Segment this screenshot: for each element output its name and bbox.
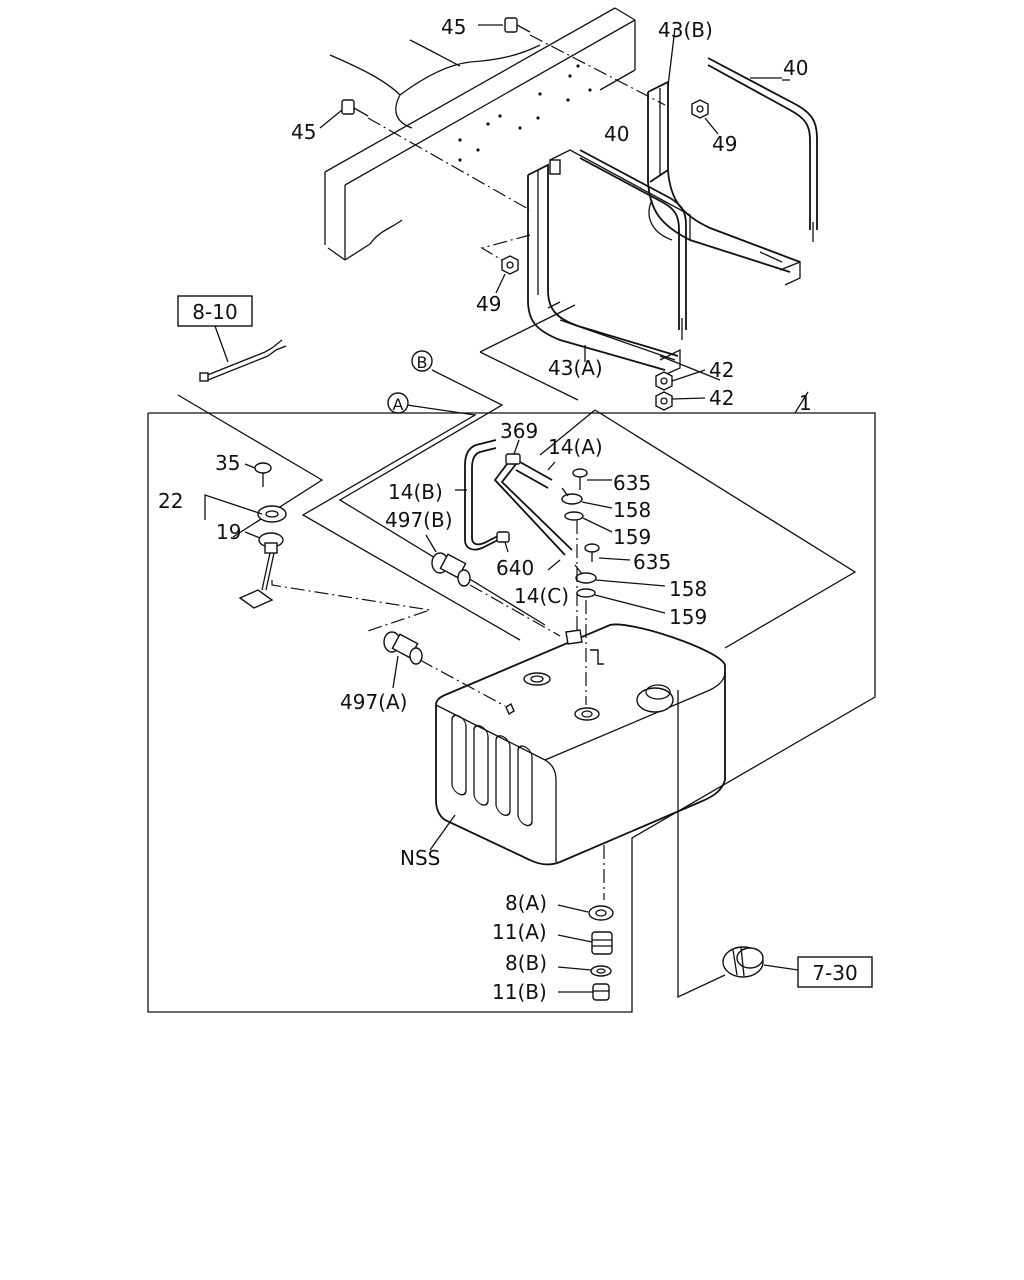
bracket-43a-icon: [527, 159, 681, 377]
callout-158-lower: 158: [669, 577, 707, 601]
bolt-635-lower-icon: [584, 543, 600, 562]
callout-635-upper: 635: [613, 471, 651, 495]
callout-43a: 43(A): [548, 356, 603, 380]
hose-14b-icon: [464, 439, 499, 551]
bolt-45-upper-icon: [504, 17, 531, 33]
ref-box-7-30[interactable]: 7-30: [797, 956, 873, 988]
circled-b-label: B: [417, 353, 428, 372]
nut-49-upper-icon: [691, 99, 709, 119]
washer-159-lower-icon: [576, 588, 596, 598]
callout-19: 19: [216, 520, 241, 544]
callout-45-upper: 45: [441, 15, 466, 39]
nut-49-lower-icon: [501, 255, 519, 275]
tank-ribs: [451, 714, 533, 827]
drain-plug-11b-icon: [592, 983, 610, 1001]
filler-cap-icon: [722, 946, 764, 978]
callout-nss: NSS: [400, 846, 440, 870]
callout-42-upper: 42: [709, 358, 734, 382]
screw-35-icon: [254, 462, 272, 487]
bracket-43b-icon: [647, 80, 801, 286]
strap-40-left-icon: [579, 149, 687, 340]
callout-635-lower: 635: [633, 550, 671, 574]
callout-22: 22: [158, 489, 183, 513]
elbow-640-icon: [496, 531, 510, 543]
fitting-497b-icon: [431, 552, 471, 587]
callout-1: 1: [799, 391, 812, 415]
eye-158-lower-icon: [574, 564, 597, 584]
callout-43b: 43(B): [658, 18, 713, 42]
bolt-45-lower-icon: [341, 99, 369, 117]
callout-159-upper: 159: [613, 525, 651, 549]
callout-11b: 11(B): [492, 980, 547, 1004]
callout-labels: 45 45 43(B) 40 40 49 49 43(A) 42 42 1 36…: [158, 15, 812, 1004]
fuel-tank-icon: [435, 623, 726, 866]
gasket-22-icon: [257, 505, 287, 523]
callout-49-lower: 49: [476, 292, 501, 316]
callout-45-lower: 45: [291, 120, 316, 144]
eye-158-upper-icon: [561, 487, 583, 505]
strap-40-right-icon: [707, 57, 818, 242]
tee-369-icon: [505, 453, 521, 465]
callout-14b: 14(B): [388, 480, 443, 504]
callout-640: 640: [496, 556, 534, 580]
drain-washer-8a-icon: [588, 905, 614, 921]
callout-497a: 497(A): [340, 690, 407, 714]
callout-14c: 14(C): [514, 584, 569, 608]
ref-8-10-label: 8-10: [192, 300, 237, 324]
callout-497b: 497(B): [385, 508, 453, 532]
drain-plug-11a-icon: [591, 931, 613, 955]
ref-7-30-label: 7-30: [812, 961, 857, 985]
callout-40-right: 40: [783, 56, 808, 80]
callout-11a: 11(A): [492, 920, 547, 944]
sender-harness-icon: [199, 339, 287, 382]
hose-14c-icon: [493, 459, 573, 556]
rail-holes: [458, 64, 592, 162]
nut-42-lower-icon: [655, 391, 673, 411]
circled-b-marker: B: [411, 350, 433, 372]
callout-49-upper: 49: [712, 132, 737, 156]
drain-washer-8b-icon: [590, 965, 612, 977]
frame-rail: [324, 7, 636, 261]
hose-14a-icon: [515, 461, 553, 489]
callout-159-lower: 159: [669, 605, 707, 629]
circled-a-label: A: [393, 395, 404, 414]
callout-8b: 8(B): [505, 951, 547, 975]
fitting-497a-icon: [383, 631, 423, 665]
callout-42-lower: 42: [709, 386, 734, 410]
filler-neck-icon: [636, 684, 674, 713]
washer-159-upper-icon: [564, 511, 584, 521]
callout-35: 35: [215, 451, 240, 475]
circled-a-marker: A: [387, 392, 409, 414]
callout-14a: 14(A): [548, 435, 603, 459]
ref-box-8-10[interactable]: 8-10: [177, 295, 253, 327]
nut-42-upper-icon: [655, 371, 673, 391]
sender-unit-19-icon: [238, 532, 284, 609]
callout-369: 369: [500, 419, 538, 443]
callout-40-left: 40: [604, 122, 629, 146]
callout-158-upper: 158: [613, 498, 651, 522]
bolt-635-upper-icon: [572, 468, 588, 490]
callout-8a: 8(A): [505, 891, 547, 915]
